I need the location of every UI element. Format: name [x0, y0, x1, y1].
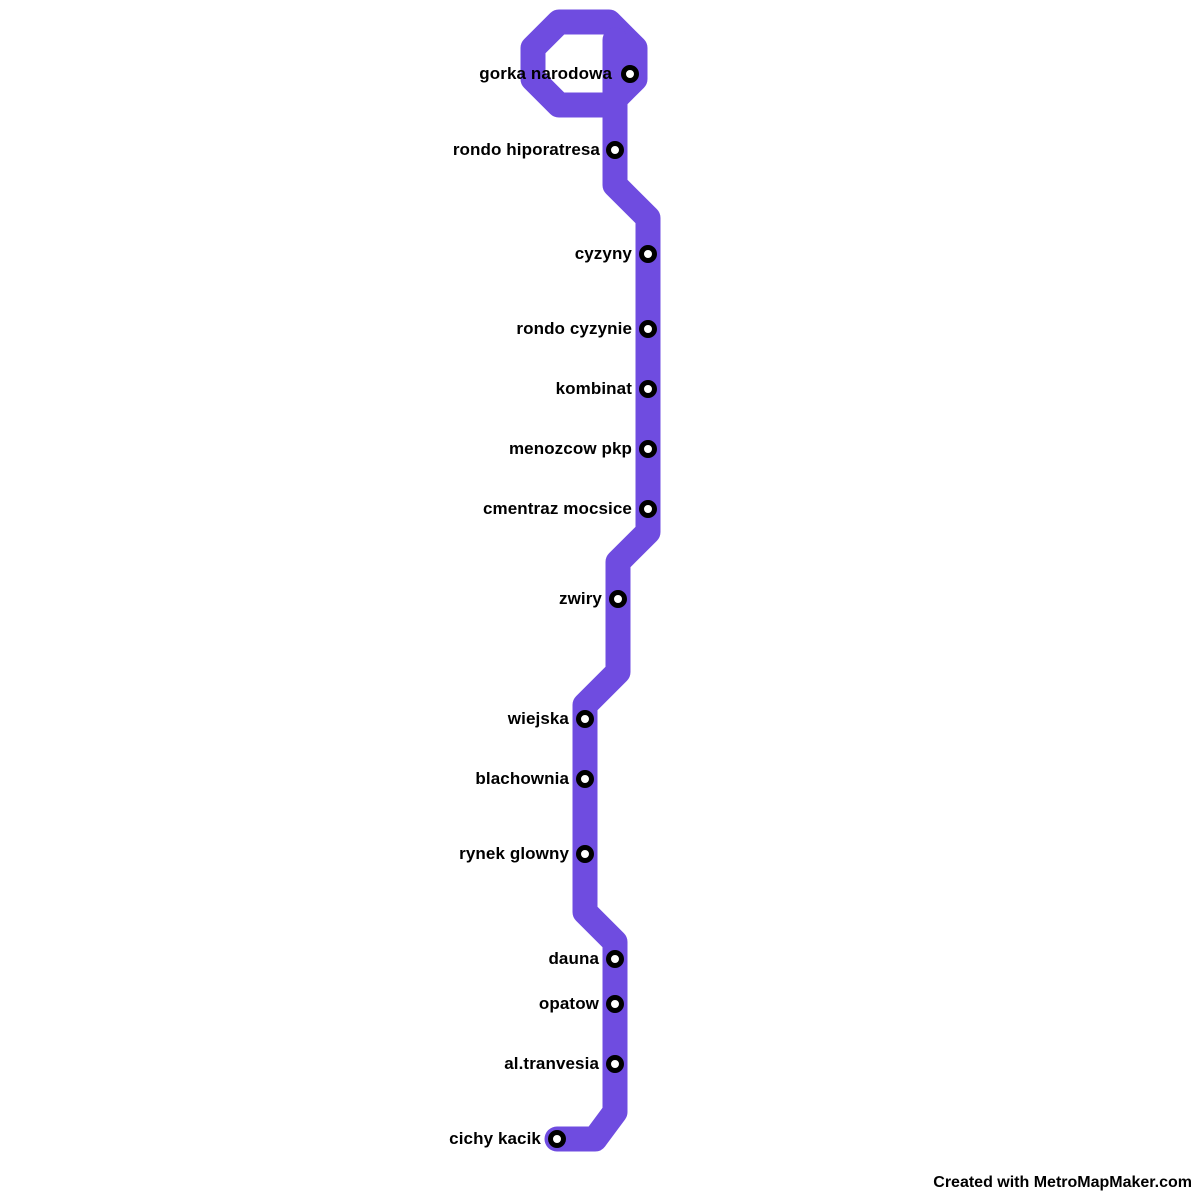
station-marker[interactable] [639, 500, 657, 518]
station-label: opatow [538, 994, 599, 1013]
station-marker[interactable] [639, 440, 657, 458]
station-label: zwiry [558, 589, 602, 608]
station-marker[interactable] [639, 380, 657, 398]
station-marker[interactable] [606, 141, 624, 159]
station-label: rondo cyzynie [516, 319, 632, 338]
footer-credit: Created with MetroMapMaker.com [933, 1174, 1192, 1191]
station-label: kombinat [555, 379, 632, 398]
station-label: blachownia [475, 769, 569, 788]
station-marker[interactable] [621, 65, 639, 83]
station-marker[interactable] [639, 245, 657, 263]
station-marker[interactable] [606, 995, 624, 1013]
station-marker[interactable] [576, 845, 594, 863]
station-label: wiejska [507, 709, 569, 728]
station-marker[interactable] [548, 1130, 566, 1148]
station-label: gorka narodowa [479, 64, 612, 83]
station-label: cichy kacik [449, 1129, 541, 1148]
station-marker[interactable] [576, 770, 594, 788]
station-label: menozcow pkp [508, 439, 632, 458]
metro-line-path [544, 27, 661, 1152]
station-label: dauna [548, 949, 599, 968]
station-marker[interactable] [606, 1055, 624, 1073]
station-label: rondo hiporatresa [452, 140, 600, 159]
station-marker[interactable] [609, 590, 627, 608]
station-label: cmentraz mocsice [482, 499, 632, 518]
station-label: al.tranvesia [504, 1054, 599, 1073]
station-marker[interactable] [639, 320, 657, 338]
station-label: rynek glowny [459, 844, 569, 863]
station-marker[interactable] [576, 710, 594, 728]
station-label: cyzyny [574, 244, 632, 263]
station-marker[interactable] [606, 950, 624, 968]
